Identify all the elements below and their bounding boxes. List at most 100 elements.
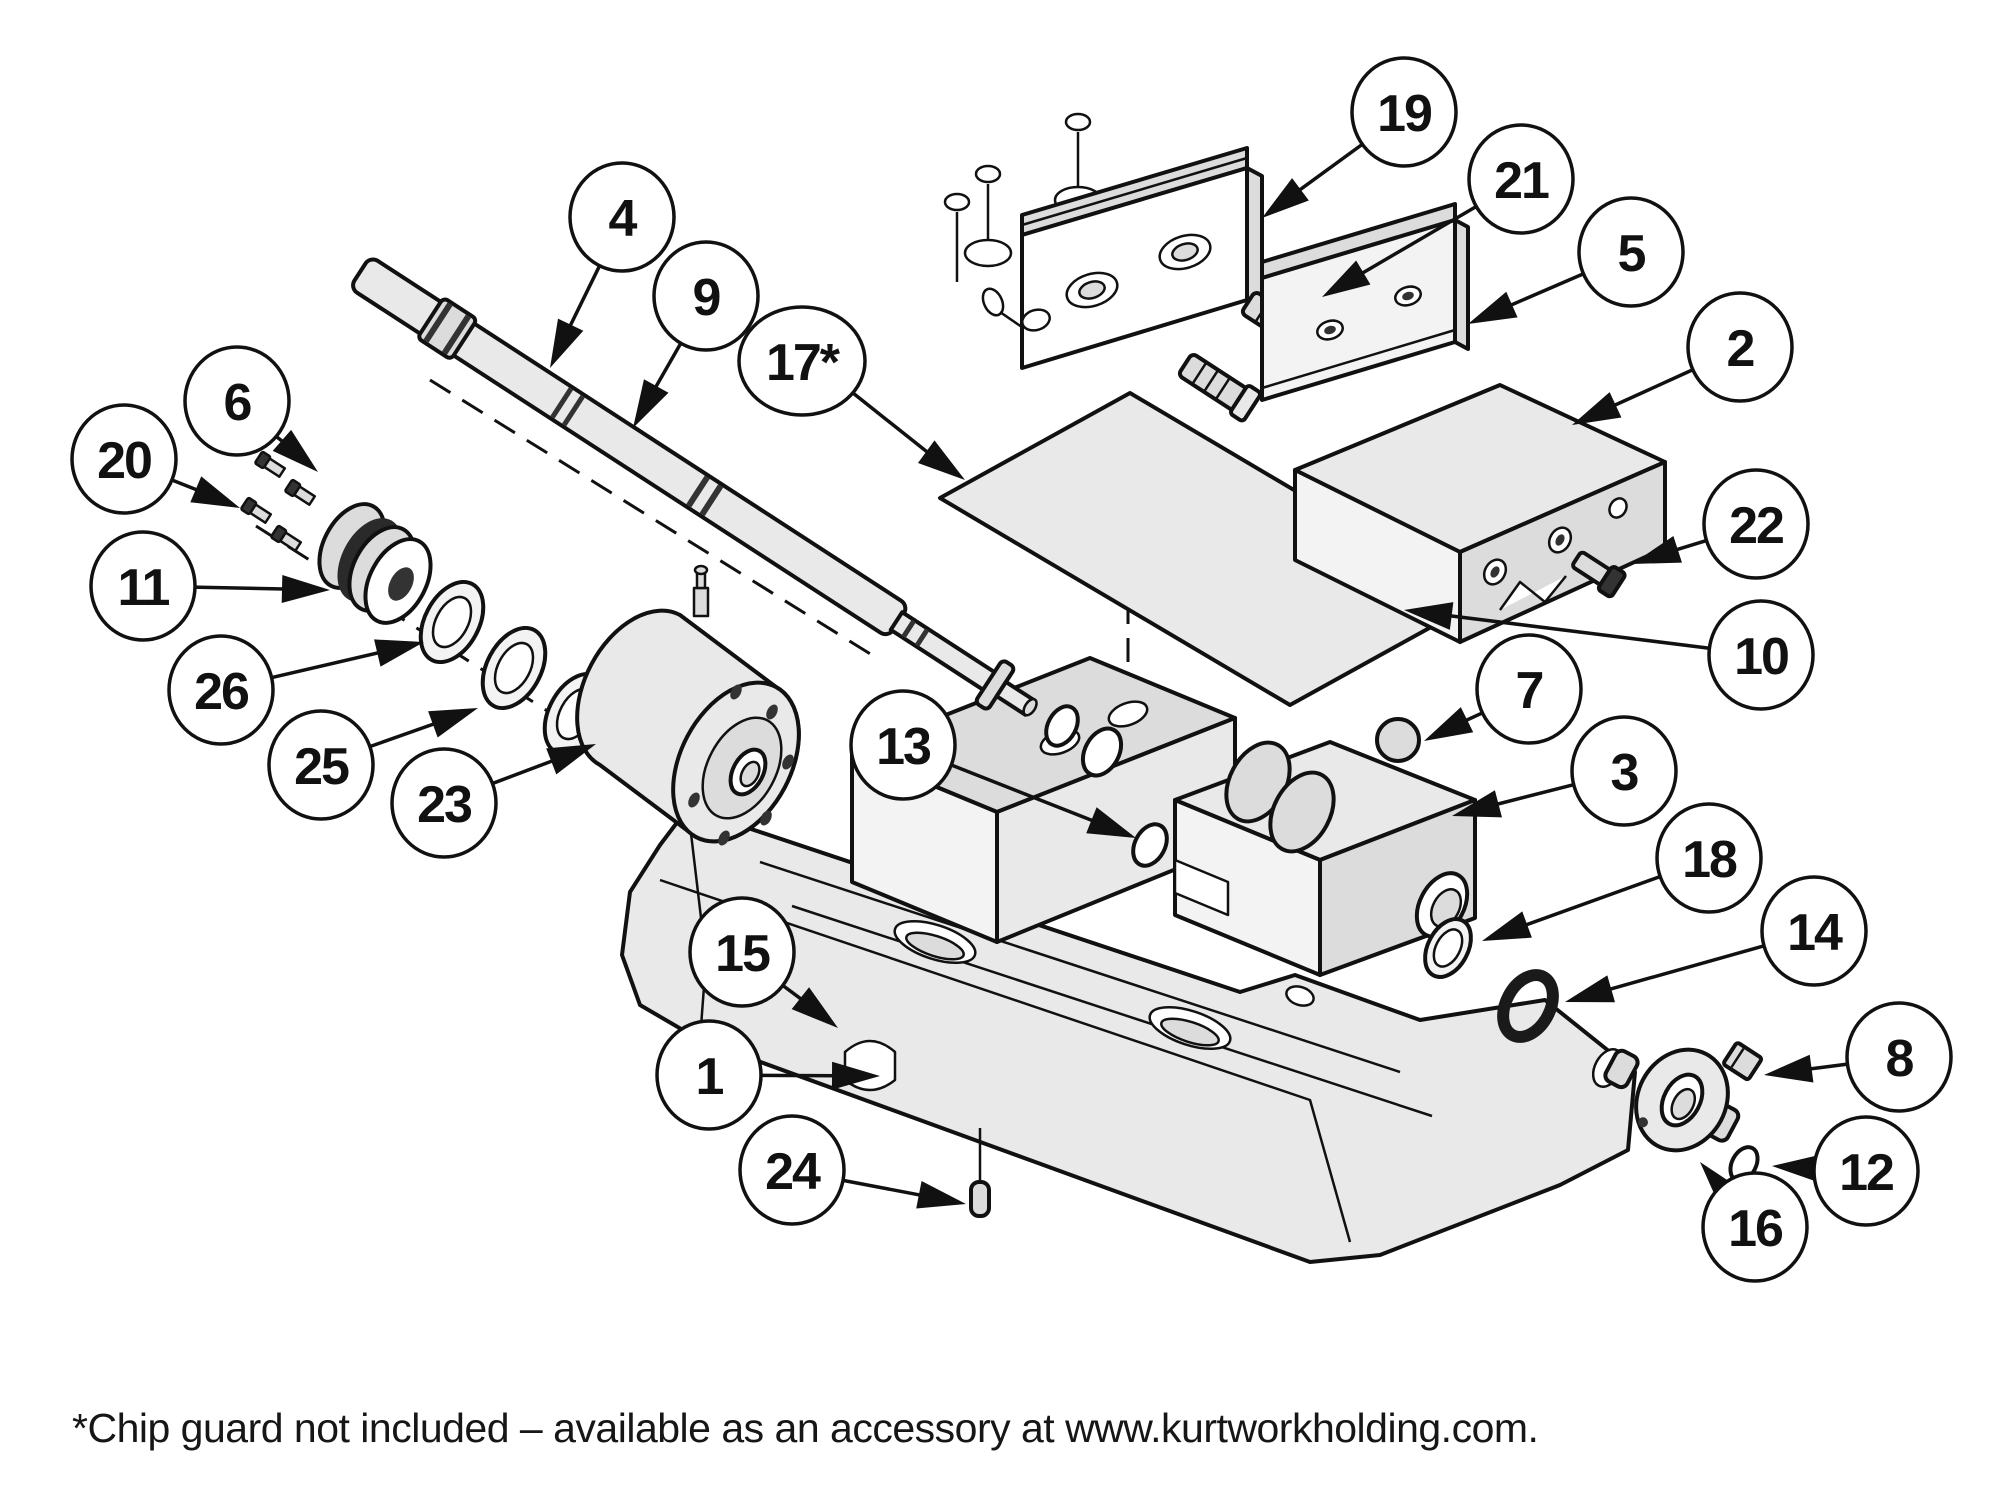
callout-6: 6 [183,345,318,472]
part-jaw-plate-rear [1020,146,1264,370]
balloon-label-25: 25 [294,738,349,796]
balloon-10 [1707,599,1815,711]
arrowhead-17* [917,440,965,480]
arrowhead-18 [1482,911,1532,941]
balloon-label-8: 8 [1886,1030,1914,1088]
leader-line-3 [1490,782,1577,808]
balloon-label-10: 10 [1734,628,1788,686]
arrowhead-24 [916,1181,966,1209]
arrowhead-9 [633,379,669,428]
balloon-2 [1686,291,1794,403]
balloon-label-13: 13 [876,718,931,776]
leader-line-23 [489,756,560,786]
arrowhead-3 [1452,790,1502,818]
part-jaw-plate-front [1260,202,1470,402]
balloon-label-20: 20 [97,432,151,490]
leader-line-24 [840,1178,928,1199]
callout-16: 16 [1700,1162,1809,1283]
arrowhead-7 [1424,707,1474,741]
balloon-20 [70,403,178,515]
balloon-11 [89,530,197,642]
callout-18: 18 [1482,802,1763,941]
balloon-label-9: 9 [693,269,720,327]
balloon-19 [1350,56,1458,168]
callout-14: 14 [1565,875,1868,1003]
leader-line-17* [850,390,934,458]
balloon-23 [390,747,498,859]
leader-line-13 [948,762,1100,825]
part-o-ring-13 [1131,822,1169,868]
arrowhead-23 [546,744,596,775]
part-jaw-block-screw-22 [1571,550,1627,599]
callout-23: 23 [390,744,596,859]
callout-5: 5 [1468,196,1685,324]
leader-line-10 [1443,613,1712,651]
arrowhead-6 [272,429,318,472]
arrowhead-22 [1632,535,1682,564]
balloon-9 [652,240,760,352]
leader-line-5 [1503,271,1586,310]
balloon-16 [1701,1171,1809,1283]
footnote: *Chip guard not included – available as … [72,1405,1538,1451]
callout-13: 13 [849,689,1136,838]
balloon-1 [655,1019,763,1131]
part-gib-key-8 [1722,1041,1764,1082]
balloon-6 [183,345,291,457]
callout-24: 24 [738,1114,966,1226]
balloon-13 [849,689,957,801]
arrowhead-25 [428,708,478,738]
callout-25: 25 [267,708,478,821]
callout-20: 20 [70,403,240,515]
balloon-17* [737,305,867,417]
part-screws-6-20 [240,450,317,552]
callout-2: 2 [1572,291,1794,425]
balloon-14 [1760,875,1868,987]
arrowhead-10 [1404,602,1454,630]
balloon-26 [167,634,275,746]
callout-12: 12 [1772,1115,1920,1227]
balloon-label-4: 4 [609,190,638,248]
arrowhead-11 [281,574,330,603]
arrowhead-20 [190,476,240,508]
part-o-ring-b [1080,726,1124,778]
balloon-label-7: 7 [1516,662,1543,720]
balloon-5 [1577,196,1685,308]
balloon-label-26: 26 [194,663,249,721]
leader-line-25 [367,720,441,749]
balloon-24 [738,1114,846,1226]
callout-15: 15 [688,896,838,1028]
balloon-12 [1812,1115,1920,1227]
leader-line-4 [565,263,603,333]
arrowhead-13 [1086,807,1136,838]
leader-line-26 [269,649,386,680]
callout-22: 22 [1632,468,1810,580]
part-o-ring-a [1044,704,1080,748]
callout-11: 11 [89,530,330,642]
arrowhead-21 [1322,260,1371,297]
part-hard-jaw-block [1293,383,1667,644]
balloon-22 [1702,468,1810,580]
arrowhead-1 [831,1061,880,1090]
balloon-label-19: 19 [1377,85,1431,143]
balloon-18 [1655,802,1763,914]
callout-21: 21 [1322,123,1575,297]
part-bearing-pack-11 [317,502,433,625]
balloon-label-18: 18 [1682,831,1737,889]
balloon-label-21: 21 [1494,152,1549,210]
callout-17*: 17* [737,305,965,480]
part-ball-7 [1375,717,1421,763]
balloon-3 [1570,715,1678,827]
part-pin-24 [969,1128,991,1218]
callout-19: 19 [1262,56,1458,218]
balloon-15 [688,896,796,1008]
balloon-label-3: 3 [1611,744,1639,802]
arrowhead-2 [1572,392,1622,425]
part-nut-bracket-16 [1603,1047,1741,1153]
part-thrust-washer-18 [1423,917,1473,979]
arrowhead-26 [374,639,424,667]
part-cylinder-23 [575,564,801,846]
balloon-7 [1475,633,1583,745]
balloon-label-11: 11 [118,559,170,617]
leader-line-11 [192,585,291,591]
